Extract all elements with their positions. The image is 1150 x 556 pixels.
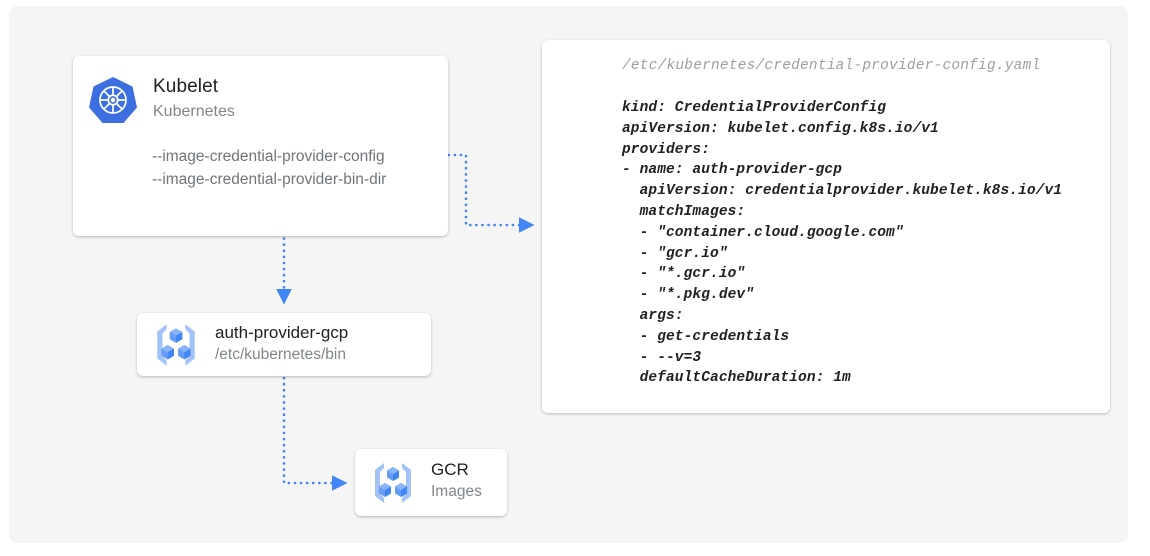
- yaml-line: apiVersion: kubelet.config.k8s.io/v1: [622, 120, 939, 137]
- yaml-line: providers:: [622, 141, 711, 158]
- kubelet-flag-bin-dir: --image-credential-provider-bin-dir: [152, 171, 387, 188]
- kubernetes-logo-icon: [89, 77, 137, 123]
- yaml-line: - name: auth-provider-gcp: [622, 162, 843, 179]
- yaml-line: - "container.cloud.google.com": [622, 224, 904, 241]
- kubelet-node-card[interactable]: Kubelet Kubernetes --image-credential-pr…: [73, 56, 448, 236]
- auth-provider-subtitle: /etc/kubernetes/bin: [215, 346, 346, 363]
- credential-provider-config-card[interactable]: /etc/kubernetes/credential-provider-conf…: [542, 40, 1110, 413]
- auth-provider-title: auth-provider-gcp: [215, 323, 349, 342]
- gcr-title: GCR: [431, 460, 469, 479]
- yaml-line: - "*.pkg.dev": [622, 287, 755, 304]
- yaml-line: - --v=3: [622, 349, 702, 366]
- container-registry-icon: [375, 463, 411, 503]
- yaml-line: kind: CredentialProviderConfig: [622, 100, 887, 116]
- yaml-line: matchImages:: [622, 203, 746, 220]
- auth-provider-gcp-node-card[interactable]: auth-provider-gcp /etc/kubernetes/bin: [137, 313, 431, 376]
- yaml-file-path: /etc/kubernetes/credential-provider-conf…: [622, 58, 1041, 74]
- kubelet-title: Kubelet: [153, 76, 219, 97]
- container-registry-icon: [157, 324, 195, 366]
- kubelet-subtitle: Kubernetes: [153, 103, 235, 120]
- kubelet-flag-config: --image-credential-provider-config: [152, 148, 385, 165]
- yaml-line: - "gcr.io": [622, 245, 728, 262]
- yaml-line: defaultCacheDuration: 1m: [622, 370, 851, 387]
- yaml-line: args:: [622, 307, 684, 324]
- gcr-subtitle: Images: [431, 483, 482, 500]
- yaml-line: apiVersion: credentialprovider.kubelet.k…: [622, 183, 1063, 200]
- yaml-line: - "*.gcr.io": [622, 266, 746, 283]
- yaml-content: kind: CredentialProviderConfig apiVersion…: [622, 98, 1062, 389]
- kubelet-flag-list: --image-credential-provider-config --ima…: [152, 145, 386, 191]
- gcr-node-card[interactable]: GCR Images: [355, 449, 507, 516]
- yaml-line: - get-credentials: [622, 328, 790, 345]
